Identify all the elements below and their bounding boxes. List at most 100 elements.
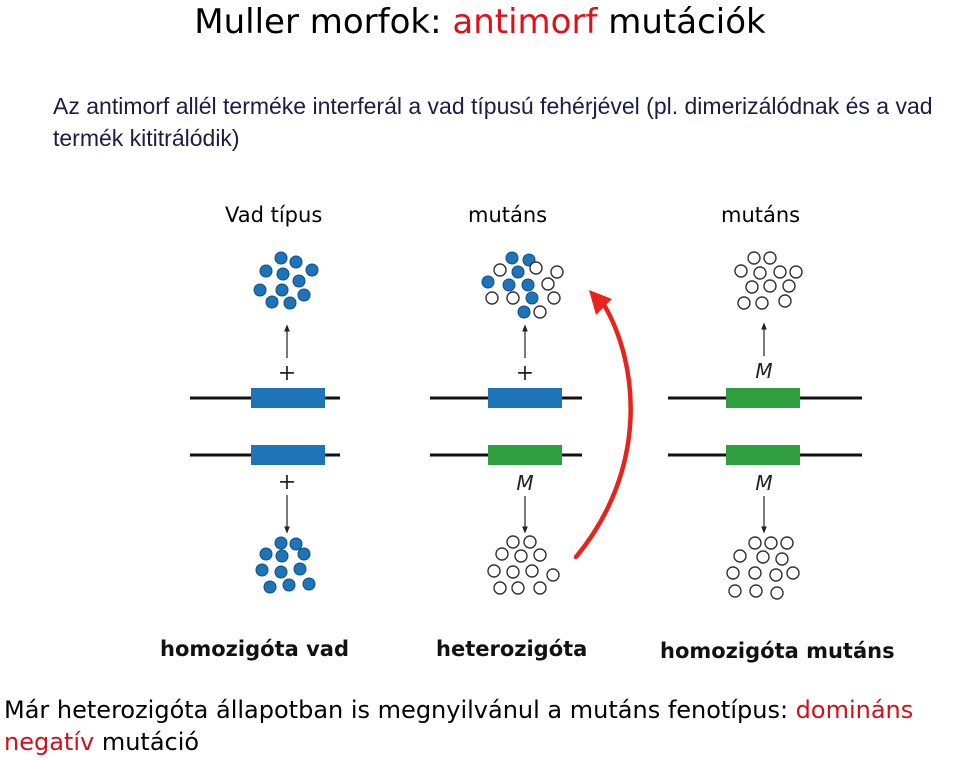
protein-dot-filled (505, 251, 519, 265)
protein-dot-open (749, 584, 763, 598)
protein-dot-open (506, 291, 520, 305)
protein-dot-filled (259, 547, 273, 561)
genotype-label-wild: homozigóta vad (160, 637, 349, 661)
protein-dot-open (495, 547, 509, 561)
genotype-label-hetero: heterozigóta (436, 637, 588, 661)
protein-dot-open (493, 263, 507, 277)
protein-dot-open (775, 552, 789, 566)
protein-dot-open (747, 251, 761, 265)
protein-dot-open (523, 535, 537, 549)
gene-box-bottom-mutant (726, 445, 800, 465)
allele-label-top-mutant: M (755, 359, 772, 383)
protein-dot-filled (274, 251, 288, 265)
protein-dot-open (769, 568, 783, 582)
protein-dot-filled (293, 562, 307, 576)
protein-dot-open (493, 581, 507, 595)
protein-dot-filled (502, 278, 516, 292)
protein-dot-open (529, 261, 543, 275)
protein-dot-open (514, 549, 528, 563)
column-label-mutant: mutáns (721, 203, 801, 227)
genotype-label-mutant: homozigóta mutáns (660, 639, 895, 663)
protein-dot-open (778, 294, 792, 308)
protein-dot-open (533, 548, 547, 562)
protein-dot-open (726, 566, 740, 580)
protein-dot-open (756, 550, 770, 564)
protein-dot-filled (276, 267, 290, 281)
protein-dot-open (547, 291, 561, 305)
gene-box-top-hetero (488, 388, 562, 408)
protein-dot-open (755, 296, 769, 310)
gene-box-top-mutant (726, 388, 800, 408)
protein-dot-open (748, 566, 762, 580)
protein-dot-open (773, 265, 787, 279)
red-curved-arrow (573, 300, 633, 560)
protein-dot-open (745, 280, 759, 294)
protein-dot-open (763, 279, 777, 293)
protein-dot-filled (481, 275, 495, 289)
title-prefix: Muller morfok: (194, 2, 453, 42)
protein-dot-open (763, 251, 777, 265)
allele-label-top-wild: + (278, 361, 296, 386)
gene-box-bottom-wild (251, 445, 325, 465)
protein-dot-filled (511, 265, 525, 279)
protein-dot-filled (275, 549, 289, 563)
protein-dot-filled (263, 580, 277, 594)
protein-dot-open (786, 566, 800, 580)
gene-box-top-wild (251, 388, 325, 408)
protein-dot-filled (282, 578, 296, 592)
protein-dot-filled (517, 305, 531, 319)
protein-dot-open (546, 568, 560, 582)
protein-dot-open (506, 565, 520, 579)
protein-dot-filled (289, 255, 303, 269)
protein-cluster-mutant-top (734, 251, 803, 310)
allele-label-bottom-wild: + (278, 470, 296, 495)
conclusion-highlight-2: negatív (4, 728, 95, 756)
protein-dot-filled (275, 283, 289, 297)
protein-dot-filled (525, 291, 539, 305)
protein-dot-filled (305, 263, 319, 277)
red-arrowhead (589, 290, 612, 315)
column-label-wild: Vad típus (225, 203, 323, 227)
protein-dot-open (782, 279, 796, 293)
gene-box-bottom-hetero (488, 445, 562, 465)
protein-dot-open (511, 581, 525, 595)
protein-cluster-wild-top (253, 251, 319, 310)
protein-dot-filled (253, 283, 267, 297)
protein-dot-filled (302, 577, 316, 591)
protein-dot-open (770, 586, 784, 600)
protein-dot-open (728, 584, 742, 598)
protein-dot-open (550, 265, 564, 279)
protein-dot-filled (255, 563, 269, 577)
protein-cluster-hetero-bottom (487, 535, 560, 595)
column-label-hetero: mutáns (468, 203, 548, 227)
protein-dot-filled (259, 264, 273, 278)
protein-dot-filled (292, 274, 306, 288)
protein-dot-open (525, 564, 539, 578)
protein-dot-open (737, 296, 751, 310)
protein-cluster-hetero-top (481, 251, 564, 319)
protein-dot-open (487, 564, 501, 578)
protein-dot-filled (521, 278, 535, 292)
protein-dot-open (780, 536, 794, 550)
allele-label-bottom-hetero: M (516, 471, 533, 495)
intro-text: Az antimorf allél terméke interferál a v… (53, 93, 933, 151)
protein-dot-filled (297, 547, 311, 561)
protein-dot-open (533, 581, 547, 595)
conclusion-main: Már heterozigóta állapotban is megnyilvá… (4, 696, 796, 724)
conclusion-suffix: mutáció (94, 728, 200, 756)
protein-cluster-wild-bottom (255, 536, 316, 594)
page-title: Muller morfok: antimorf mutációk (0, 2, 960, 42)
protein-dot-open (764, 536, 778, 550)
allele-label-bottom-mutant: M (755, 471, 772, 495)
protein-dot-filled (297, 288, 311, 302)
protein-dot-open (753, 266, 767, 280)
protein-dot-open (541, 277, 555, 291)
conclusion-text: Már heterozigóta állapotban is megnyilvá… (4, 694, 960, 758)
protein-dot-open (533, 305, 547, 319)
protein-cluster-mutant-bottom (726, 536, 800, 600)
protein-dot-filled (283, 296, 297, 310)
protein-dot-open (748, 536, 762, 550)
title-highlight: antimorf (452, 2, 598, 42)
conclusion-highlight-1: domináns (795, 696, 914, 724)
